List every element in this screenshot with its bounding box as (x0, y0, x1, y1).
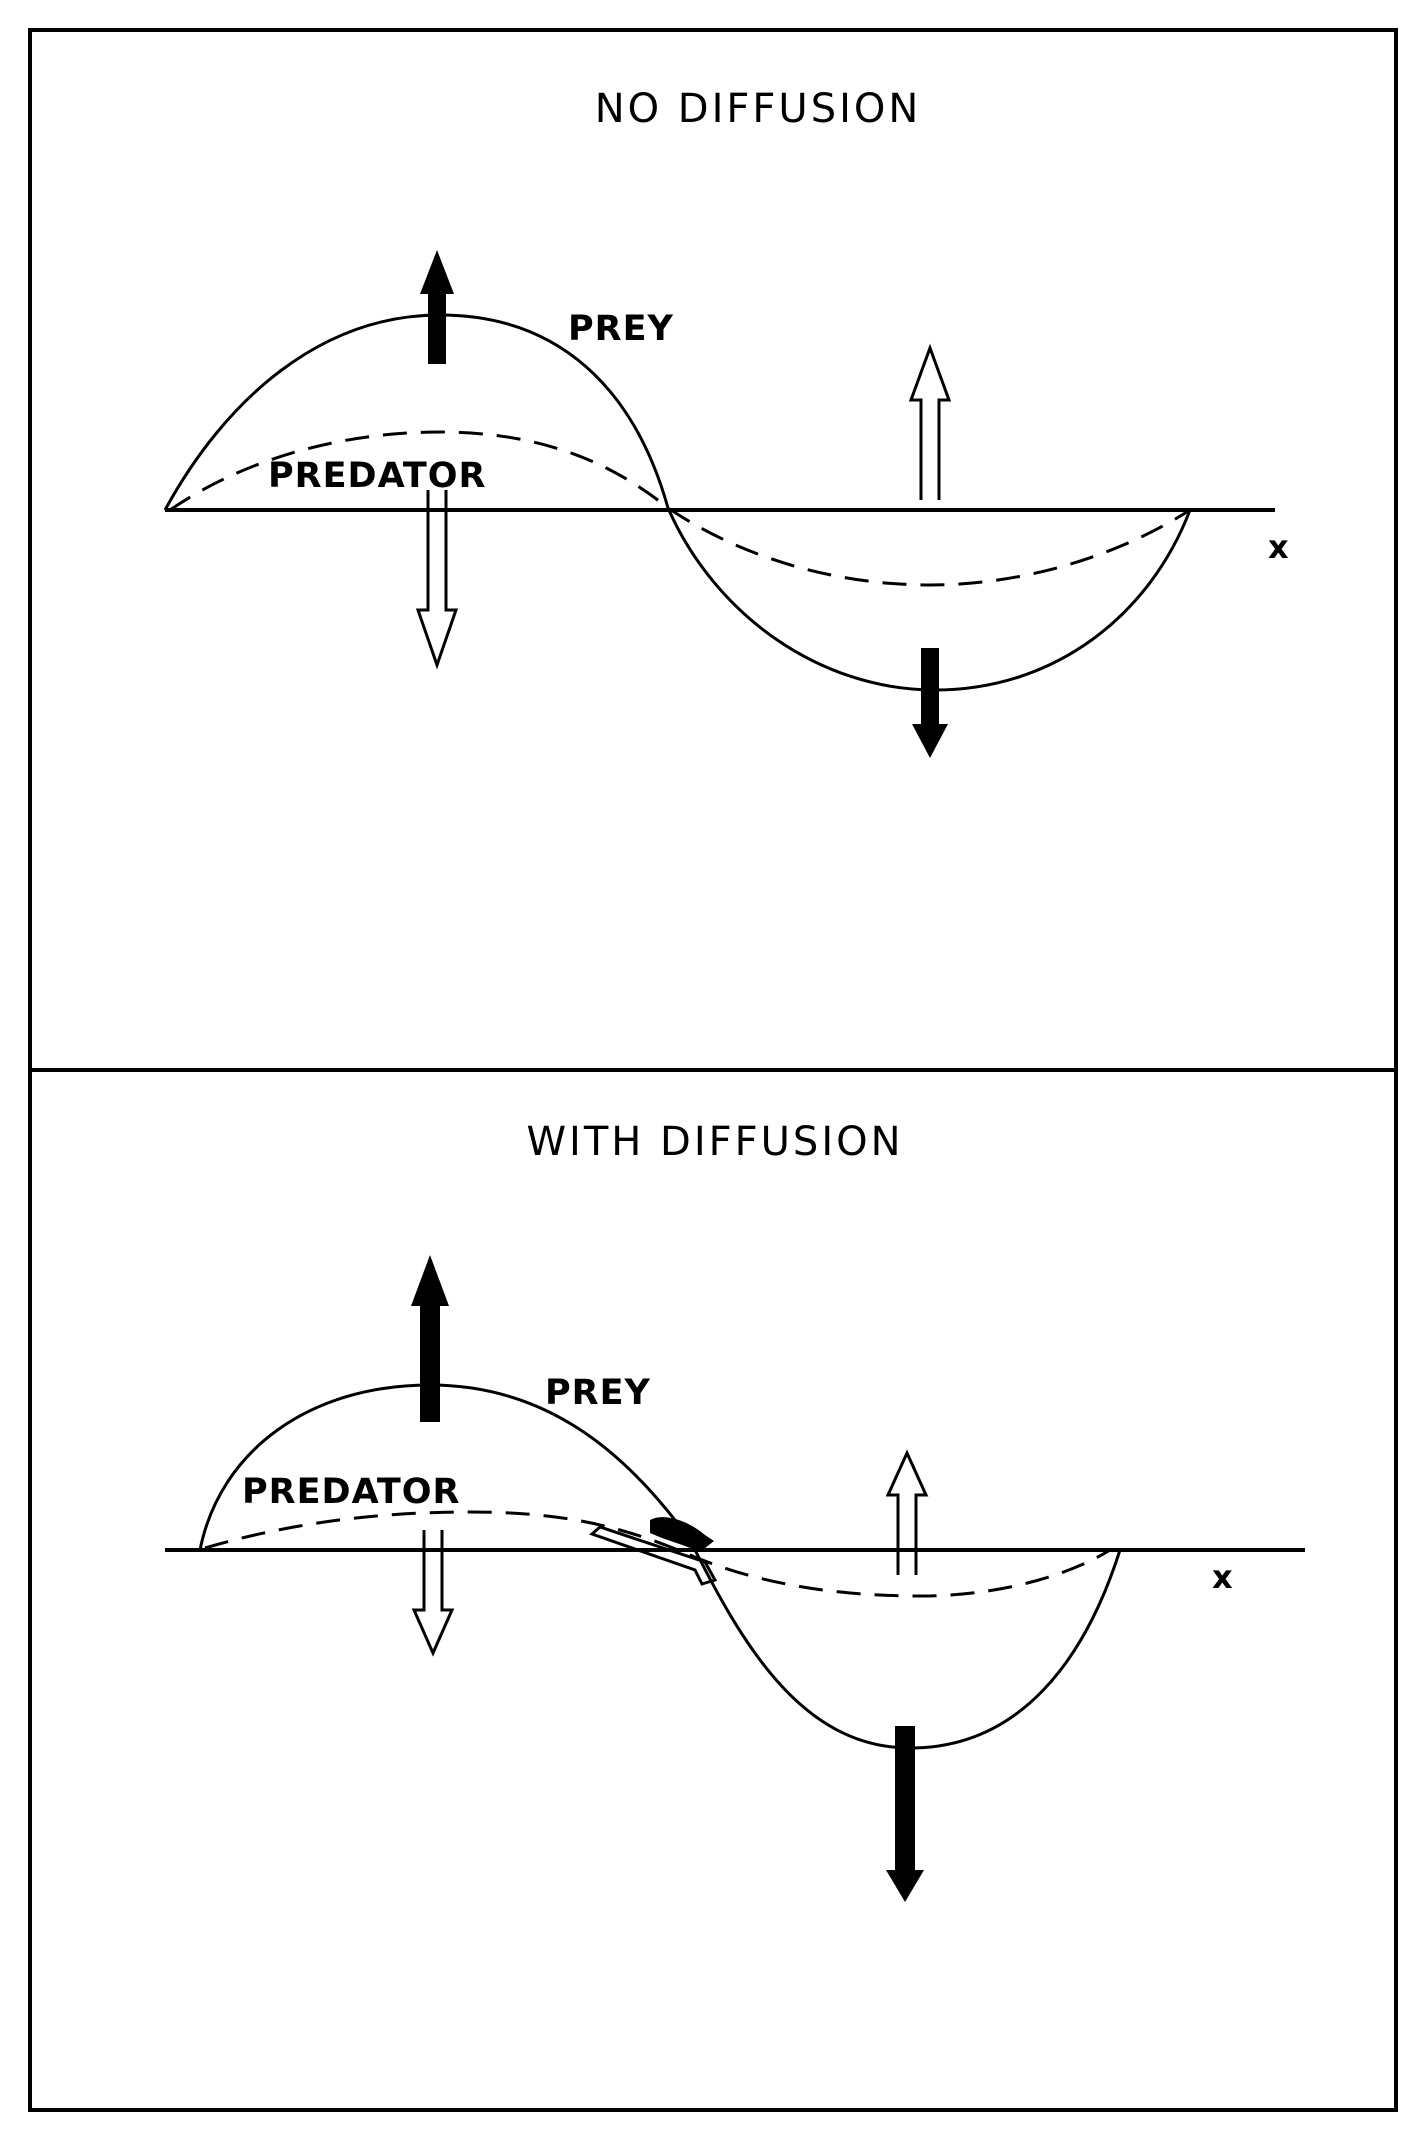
x-axis-label: x (1212, 1558, 1233, 1596)
prey-label: PREY (568, 309, 674, 349)
predator-diffusion-arrow (589, 1525, 718, 1586)
predator-label: PREDATOR (242, 1472, 461, 1512)
predator-increase-arrow (885, 1449, 929, 1575)
panel-title: NO DIFFUSION (595, 86, 922, 132)
prey-curve (163, 313, 1192, 692)
panel-title: WITH DIFFUSION (526, 1119, 903, 1165)
predator-decrease-arrow (415, 490, 459, 670)
prey-increase-arrow (420, 250, 454, 364)
prey-diffusion-arrow (650, 1517, 714, 1552)
panel-no-diffusion: NO DIFFUSION x PREY PREDATOR (163, 86, 1289, 758)
x-axis-label: x (1268, 528, 1289, 566)
predator-increase-arrow (908, 343, 952, 500)
predator-decrease-arrow (411, 1530, 455, 1657)
prey-curve (198, 1383, 1122, 1750)
prey-decrease-arrow (912, 648, 948, 758)
prey-label: PREY (545, 1373, 651, 1413)
predator-curve (169, 430, 1191, 587)
prey-decrease-arrow (886, 1726, 924, 1902)
panel-with-diffusion: WITH DIFFUSION x PREY PREDATOR (165, 1119, 1305, 1902)
predator-curve (204, 1510, 1111, 1598)
prey-increase-arrow (411, 1255, 449, 1422)
predator-label: PREDATOR (268, 456, 487, 496)
